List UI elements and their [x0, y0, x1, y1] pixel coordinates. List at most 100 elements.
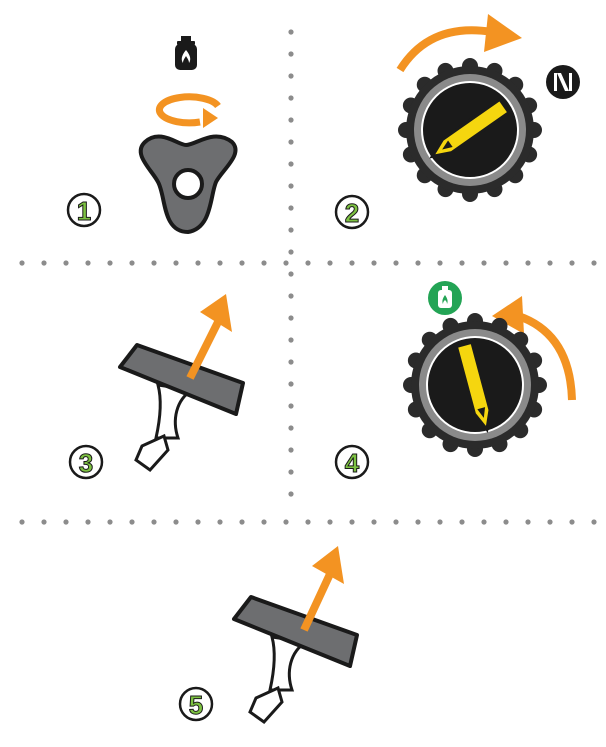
divider-dot	[393, 260, 399, 266]
divider-dot	[503, 519, 509, 525]
step-2-panel: 2	[334, 14, 580, 230]
push-up-arrow-icon	[300, 546, 344, 632]
divider-dot	[415, 260, 421, 266]
divider-dot	[288, 249, 294, 255]
step-number-2: 2	[334, 194, 370, 230]
divider-dot	[217, 260, 223, 266]
control-knob-icon	[398, 58, 542, 202]
divider-dot	[283, 260, 289, 266]
step-number-5-label: 5	[189, 690, 203, 720]
divider-dot	[525, 519, 531, 525]
divider-dot	[288, 315, 294, 321]
divider-dot	[288, 139, 294, 145]
divider-dot	[151, 260, 157, 266]
divider-dot	[151, 519, 157, 525]
step-number-3-label: 3	[79, 448, 93, 478]
divider-dot	[393, 519, 399, 525]
step-5-panel: 5	[178, 546, 359, 724]
divider-dot	[327, 519, 333, 525]
divider-dot	[437, 519, 443, 525]
divider-dot	[288, 29, 294, 35]
divider-dot	[283, 519, 289, 525]
horizontal-divider-top	[19, 260, 597, 266]
divider-dot	[107, 260, 113, 266]
divider-dot	[415, 519, 421, 525]
rotate-clockwise-arrow-icon	[155, 93, 221, 128]
divider-dot	[19, 519, 25, 525]
divider-dot	[288, 161, 294, 167]
divider-dot	[288, 337, 294, 343]
off-symbol-icon	[546, 65, 580, 99]
gas-cylinder-icon	[175, 36, 197, 70]
step-1-panel: 1	[66, 36, 238, 235]
divider-dot	[195, 260, 201, 266]
divider-dot	[481, 519, 487, 525]
divider-dot	[107, 519, 113, 525]
divider-dot	[569, 519, 575, 525]
divider-dot	[85, 519, 91, 525]
divider-dot	[305, 519, 311, 525]
divider-dot	[288, 293, 294, 299]
divider-dot	[173, 519, 179, 525]
divider-dot	[437, 260, 443, 266]
control-knob-icon	[403, 313, 547, 457]
step-number-4-label: 4	[345, 448, 360, 478]
step-number-5: 5	[178, 686, 214, 722]
horizontal-divider-bottom	[19, 519, 597, 525]
push-up-arrow-icon	[186, 294, 232, 380]
divider-dot	[41, 260, 47, 266]
divider-dot	[349, 519, 355, 525]
valve-handle-icon	[138, 134, 238, 235]
divider-dot	[195, 519, 201, 525]
divider-dot	[288, 381, 294, 387]
divider-dot	[288, 95, 294, 101]
vertical-divider	[288, 29, 294, 497]
divider-dot	[288, 183, 294, 189]
step-number-4: 4	[334, 444, 370, 480]
divider-dot	[459, 519, 465, 525]
divider-dot	[349, 260, 355, 266]
divider-dot	[288, 271, 294, 277]
divider-dot	[239, 260, 245, 266]
divider-dot	[63, 260, 69, 266]
divider-dot	[85, 260, 91, 266]
divider-dot	[288, 51, 294, 57]
clockwise-arrow-icon	[396, 14, 522, 73]
divider-dot	[288, 469, 294, 475]
divider-dot	[305, 260, 311, 266]
divider-dot	[239, 519, 245, 525]
divider-dot	[217, 519, 223, 525]
divider-dot	[371, 519, 377, 525]
divider-dot	[591, 519, 597, 525]
divider-dot	[327, 260, 333, 266]
divider-dot	[371, 260, 377, 266]
divider-dot	[288, 425, 294, 431]
divider-dot	[288, 205, 294, 211]
divider-dot	[547, 260, 553, 266]
divider-dot	[129, 260, 135, 266]
divider-dot	[19, 260, 25, 266]
divider-dot	[591, 260, 597, 266]
gas-on-badge-icon	[428, 281, 462, 315]
divider-dot	[525, 260, 531, 266]
divider-dot	[288, 491, 294, 497]
divider-dot	[547, 519, 553, 525]
divider-dot	[288, 447, 294, 453]
divider-dot	[288, 403, 294, 409]
divider-dot	[288, 73, 294, 79]
divider-dot	[459, 260, 465, 266]
divider-dot	[288, 359, 294, 365]
igniter-lever-icon	[118, 343, 245, 472]
step-4-panel: 4	[334, 281, 576, 480]
divider-dot	[503, 260, 509, 266]
igniter-lever-icon	[232, 595, 359, 724]
divider-dot	[288, 117, 294, 123]
divider-dot	[173, 260, 179, 266]
step-number-1-label: 1	[77, 196, 91, 226]
divider-dot	[261, 260, 267, 266]
divider-dot	[288, 227, 294, 233]
divider-dot	[63, 519, 69, 525]
step-number-3: 3	[68, 444, 104, 480]
divider-dot	[261, 519, 267, 525]
